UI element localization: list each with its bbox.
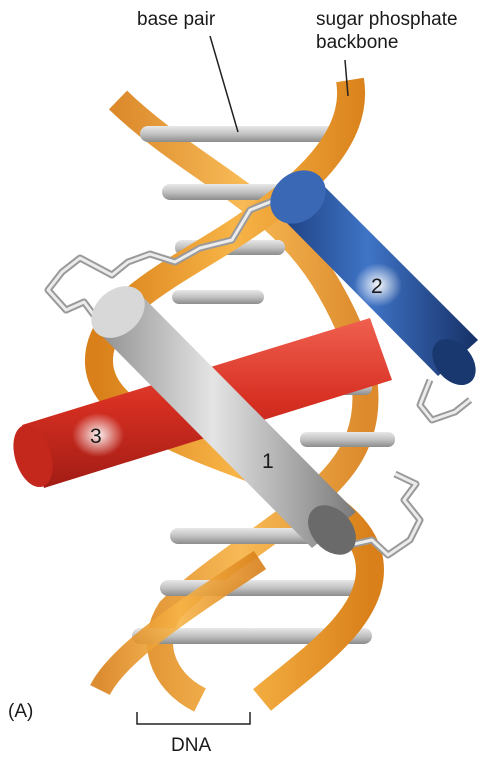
base-pair-leader-line — [210, 36, 238, 132]
dna-bracket — [137, 712, 250, 724]
base-pair-rod — [300, 432, 395, 447]
base-pair-label: base pair — [137, 9, 215, 30]
helix-3-number: 3 — [90, 425, 102, 448]
base-pair-rod — [172, 290, 264, 304]
sugar-phosphate-label-line2: backbone — [316, 32, 398, 53]
sugar-phosphate-label-line1: sugar phosphate — [316, 9, 458, 30]
helix-2-number: 2 — [371, 275, 383, 298]
panel-label: (A) — [8, 701, 33, 722]
dna-label: DNA — [171, 735, 211, 756]
helix-1-number: 1 — [262, 450, 274, 473]
